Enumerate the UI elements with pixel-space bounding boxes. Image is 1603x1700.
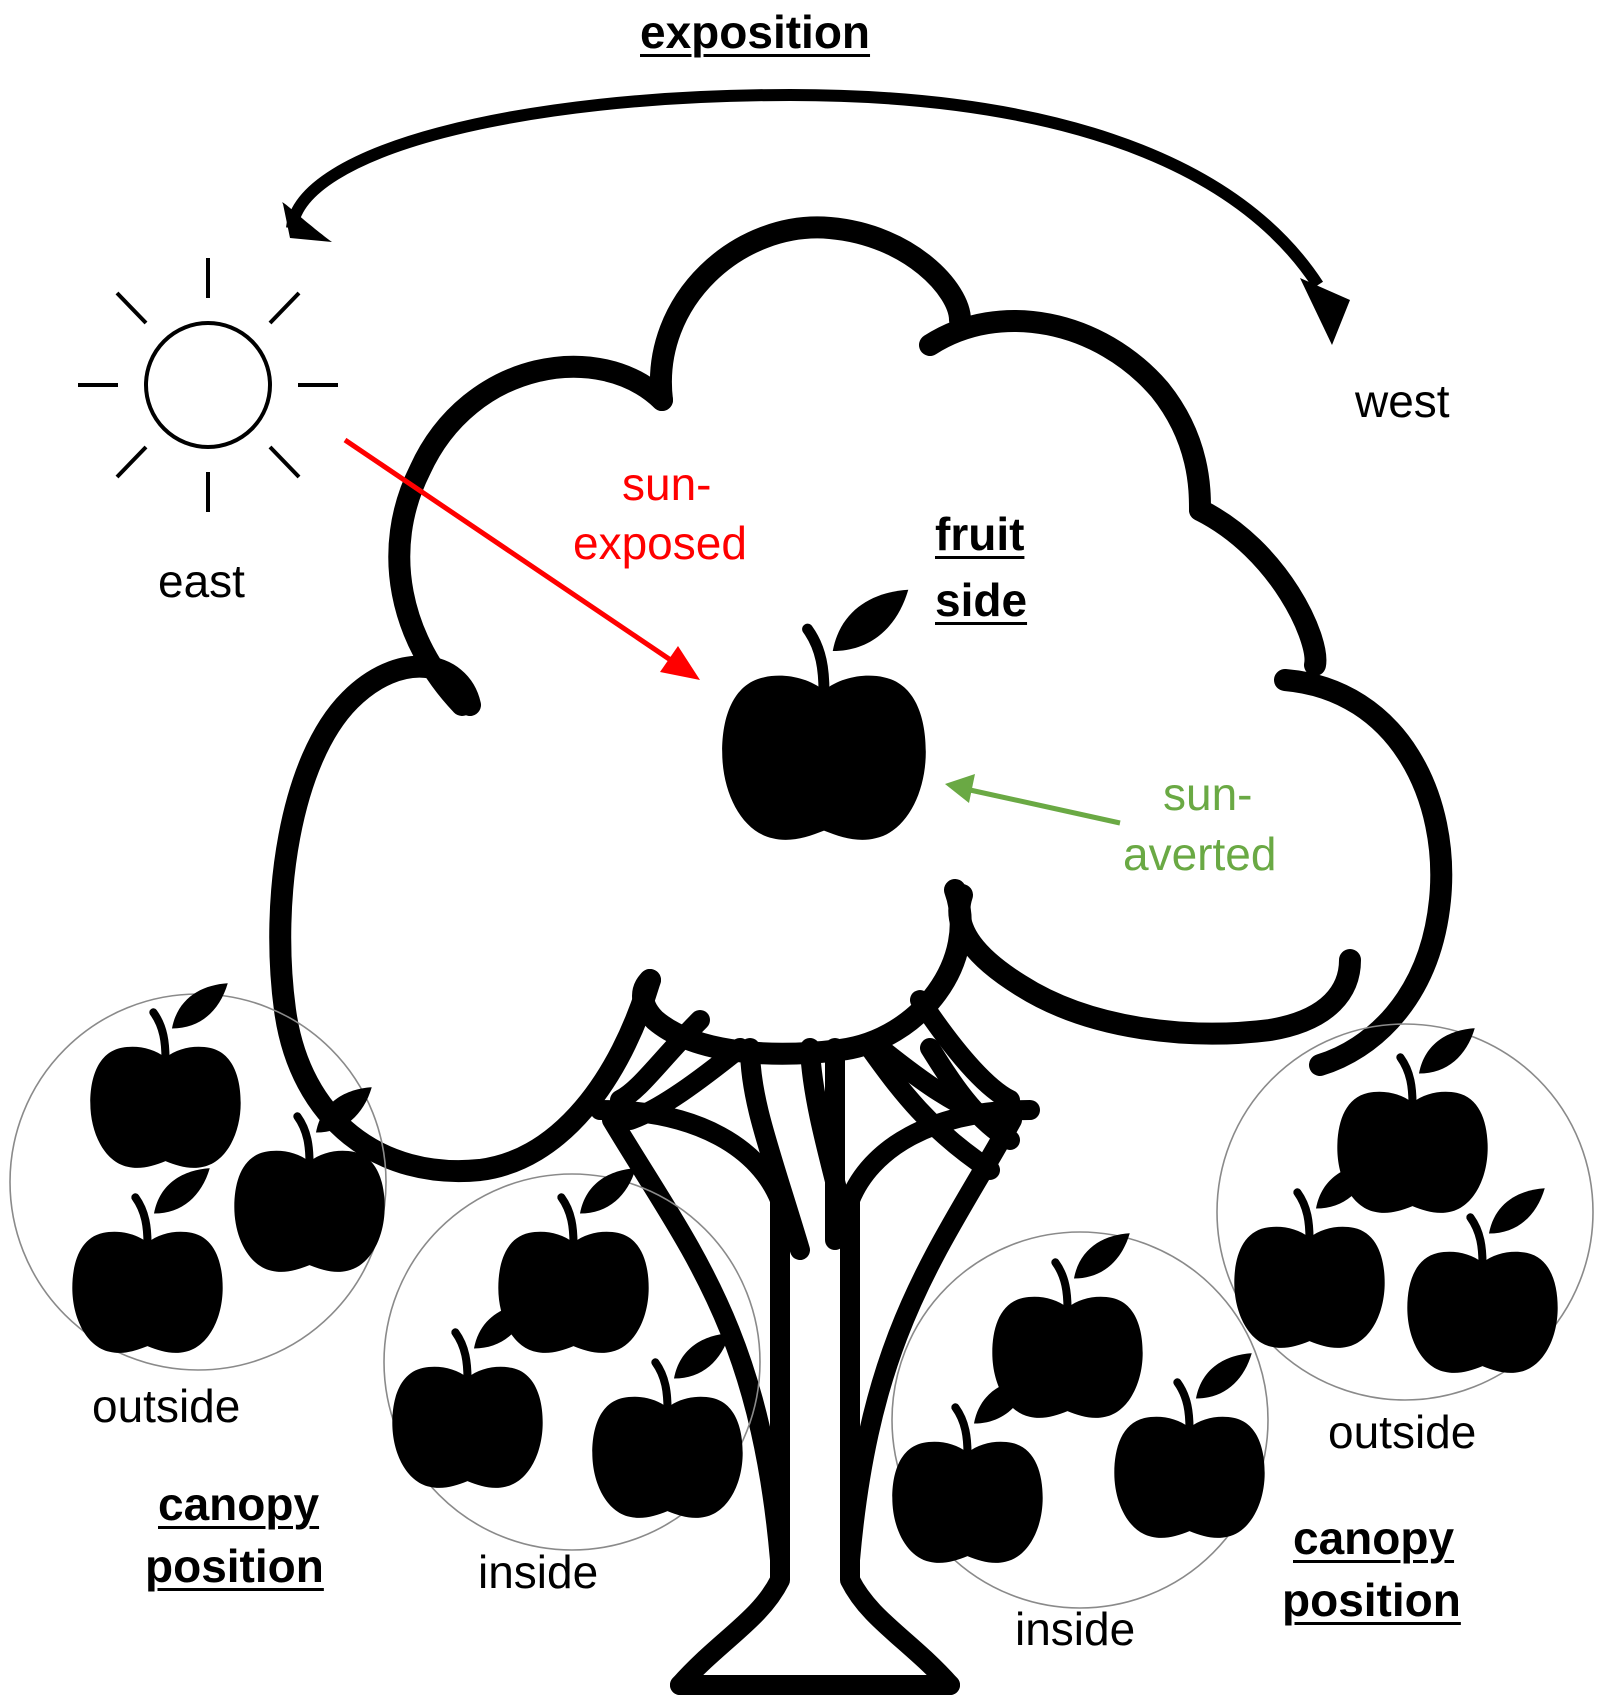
inside-right-label: inside <box>1015 1603 1136 1655</box>
apple-icon <box>722 590 926 840</box>
west-label: west <box>1355 375 1450 427</box>
apple-icon <box>90 983 240 1168</box>
exposition-arrow-icon <box>282 88 1350 345</box>
apple-icon <box>72 1168 222 1353</box>
apple-icon <box>234 1087 384 1272</box>
sun-averted-label-line1: sun- <box>1163 768 1253 820</box>
canopy-position-right-line1: canopy <box>1293 1512 1455 1564</box>
apple-icon <box>592 1333 742 1518</box>
fruit-side-label-line1: fruit <box>935 508 1025 560</box>
outside-left-label: outside <box>92 1380 241 1432</box>
outside-right-label: outside <box>1328 1406 1477 1458</box>
sun-exposed-label-line1: sun- <box>622 458 712 510</box>
sun-icon <box>78 258 338 512</box>
inside-left-label: inside <box>478 1546 599 1598</box>
canopy-position-left-line2: position <box>145 1540 324 1592</box>
apple-cluster-inside-left <box>392 1168 742 1518</box>
sun-exposed-arrow-icon <box>343 437 700 680</box>
apple-cluster-outside-right <box>1234 1028 1557 1373</box>
apple-cluster-outside-left <box>72 983 384 1353</box>
group-circle-inside-left <box>383 1173 761 1551</box>
group-circle-outside-right <box>1216 1023 1594 1401</box>
group-circle-inside-right <box>891 1231 1269 1609</box>
canopy-position-left-line1: canopy <box>158 1478 320 1530</box>
fruit-side-label-line2: side <box>935 574 1028 626</box>
canopy-position-right-line2: position <box>1282 1574 1461 1626</box>
apple-icon <box>1407 1188 1557 1373</box>
sun-averted-arrow-icon <box>945 774 1121 826</box>
sun-averted-label-line2: averted <box>1123 828 1277 880</box>
sun-exposed-label-line2: exposed <box>573 517 747 569</box>
apple-icon <box>498 1168 648 1353</box>
east-label: east <box>158 555 245 607</box>
exposition-label: exposition <box>640 6 871 58</box>
tree-icon <box>269 216 1453 1695</box>
